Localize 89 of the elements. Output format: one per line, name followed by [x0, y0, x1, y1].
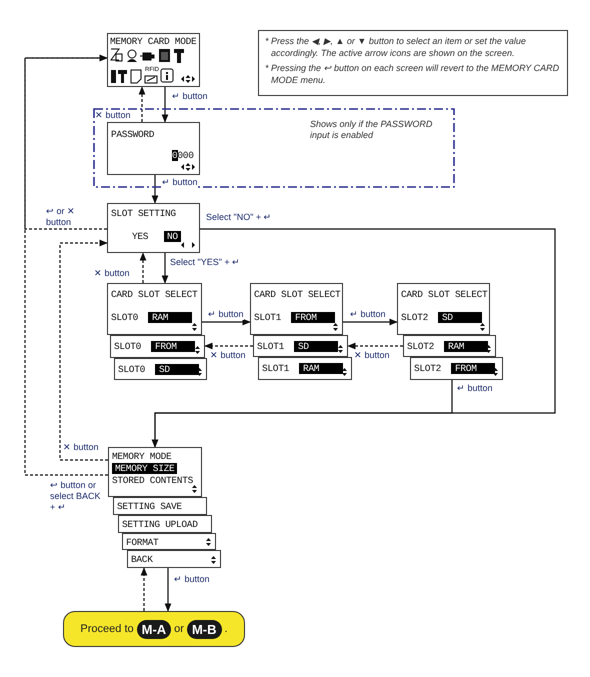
edge-label: ↵ button — [208, 309, 244, 320]
lcd-screen — [108, 447, 202, 497]
edge-label: ✕ button — [94, 268, 130, 279]
selected-value: SD — [155, 364, 199, 375]
screen-text: SLOT0 — [114, 341, 142, 352]
screen-text: SLOT1 — [254, 312, 282, 323]
edge-label: ↵ button — [457, 383, 493, 394]
screen-text: CARD SLOT SELECT — [111, 289, 198, 300]
screen-text: SETTING SAVE — [117, 501, 182, 512]
screen-text: SLOT2 — [407, 341, 434, 352]
lcd-screen — [113, 497, 207, 515]
edge-label: ↵ button — [172, 91, 208, 102]
lcd-screen — [107, 33, 200, 87]
lcd-screen — [250, 283, 343, 335]
lcd-screen — [110, 335, 205, 358]
lcd-screen — [118, 515, 212, 533]
note-text: * Pressing the ↩ button on each screen will revert to the MEMORY CARD MODE menu. — [265, 62, 560, 86]
lcd-screen — [410, 357, 503, 380]
selected-value: SD — [438, 312, 482, 323]
edge-label: ✕ button — [63, 442, 99, 453]
lcd-screen — [397, 283, 490, 335]
selected-value: FROM — [451, 363, 495, 374]
selected-item: MEMORY SIZE — [112, 463, 178, 474]
dashed-arrow — [138, 86, 146, 122]
note-box — [258, 30, 568, 96]
screen-text: SLOT1 — [262, 363, 290, 374]
screen-text: SLOT0 — [111, 312, 138, 323]
arrow — [343, 318, 398, 326]
lcd-screen — [253, 335, 348, 357]
dashed-arrow — [140, 567, 148, 611]
selected-value: SD — [294, 341, 338, 352]
proceed-text: or — [174, 623, 184, 635]
arrow — [152, 175, 158, 204]
screen-text: MEMORY CARD MODE — [110, 36, 196, 47]
arrow — [152, 380, 453, 448]
lcd-screen — [107, 203, 200, 253]
edge-label: Select "YES" + ↵ — [170, 257, 240, 268]
screen-text: CARD SLOT SELECT — [254, 289, 340, 300]
lcd-screen — [107, 122, 200, 175]
edge-label: ↵ button — [162, 177, 198, 188]
arrow — [202, 318, 251, 326]
screen-text: CARD SLOT SELECT — [401, 289, 488, 300]
selected-value: RAM — [148, 312, 192, 323]
edge-label: Select "NO" + ↵ — [206, 212, 272, 223]
selected-value: RAM — [299, 363, 343, 374]
edge-label: ✕ button — [354, 350, 390, 361]
arrow — [162, 253, 168, 284]
edge-label: ↵ button — [350, 309, 386, 320]
lcd-screen — [107, 283, 202, 335]
lcd-screen — [114, 358, 207, 380]
dashed-region — [93, 108, 455, 188]
screen-text: PASSWORD — [111, 129, 154, 140]
lcd-screen — [403, 335, 496, 357]
screen-text: SLOT2 — [414, 363, 442, 374]
lcd-screen — [127, 550, 221, 568]
screen-text: SLOT0 — [118, 364, 146, 375]
screen-text: STORED CONTENTS — [112, 475, 194, 486]
screen-text: MEMORY MODE — [112, 451, 172, 462]
dashed-arrow — [24, 54, 108, 230]
mode-badge: M-A — [136, 620, 172, 638]
dashed-arrow — [140, 252, 146, 283]
dashed-arrow — [24, 54, 108, 476]
proceed-banner — [63, 611, 245, 647]
proceed-text: Proceed to — [80, 623, 134, 635]
mode-badge: M-B — [186, 620, 222, 638]
lcd-screen — [122, 533, 216, 550]
dashed-arrow — [347, 342, 403, 350]
selected-value: RAM — [444, 341, 488, 352]
screen-text: YES — [132, 231, 148, 242]
dashed-arrow — [204, 342, 253, 350]
screen-text: SETTING UPLOAD — [122, 519, 198, 530]
edge-label: ↵ button — [174, 574, 210, 585]
proceed-text: . — [224, 623, 228, 635]
selected-item: NO — [164, 231, 181, 242]
dashed-arrow — [59, 240, 108, 461]
edge-label: ✕ button — [95, 110, 131, 121]
edge-label: ✕ button — [210, 350, 246, 361]
selected-value: FROM — [151, 341, 195, 352]
arrow — [162, 87, 168, 123]
screen-text: SLOT2 — [401, 312, 428, 323]
screen-text: SLOT SETTING — [111, 208, 176, 219]
note-text: * Press the ◀, ▶, ▲ or ▼ button to select an item or set the value accordingly. The active arrow icons are shown on the screen. — [265, 35, 527, 59]
screen-text: SLOT1 — [257, 341, 284, 352]
region-note: Shows only if the PASSWORD input is enabled — [310, 119, 434, 141]
screen-text: FORMAT — [126, 537, 158, 548]
selected-value: FROM — [291, 312, 335, 323]
screen-text: BACK — [131, 554, 153, 565]
lcd-screen — [258, 357, 352, 380]
arrow — [164, 568, 172, 612]
